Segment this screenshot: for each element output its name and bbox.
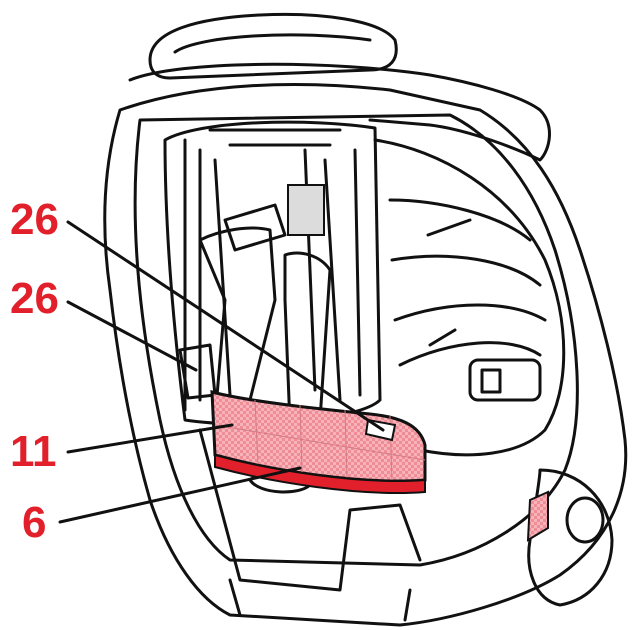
- callout-label-a: 26: [10, 195, 59, 244]
- side-cushion-line-4: [398, 341, 542, 367]
- side-cushion-line-2: [390, 254, 542, 287]
- leader-line-d: [58, 466, 302, 524]
- callout-label-b: 26: [10, 274, 59, 323]
- shoulder-strap-right: [283, 251, 332, 427]
- harness-frame-left: [183, 138, 232, 412]
- side-accent-highlight: [526, 490, 549, 542]
- side-cushion-slot-2: [426, 218, 472, 237]
- base-foot: [228, 578, 412, 622]
- seat-base-front: [198, 428, 422, 592]
- side-buckle: [468, 358, 542, 402]
- side-buckle-inner: [480, 368, 502, 394]
- leader-line-a: [66, 220, 385, 432]
- top-handle-inner: [173, 33, 372, 54]
- grey-panel: [287, 184, 325, 236]
- seat-shell-outline: [103, 83, 628, 627]
- side-release-knob: [565, 496, 605, 544]
- side-wing-outline: [373, 138, 566, 457]
- top-handle-outline: [148, 12, 398, 80]
- side-cushion-slot: [428, 328, 457, 347]
- callout-label-c: 11: [10, 427, 57, 476]
- callout-label-d: 6: [22, 498, 46, 547]
- headrest-outline: [128, 62, 551, 162]
- red-stripe-highlight: [214, 453, 426, 494]
- side-cushion-line-1: [388, 198, 532, 242]
- inner-shell-outline: [133, 113, 579, 567]
- leader-line-c: [66, 423, 234, 454]
- lap-guard-grid: [214, 399, 426, 483]
- harness-top-bar: [208, 128, 342, 147]
- side-cushion-line-3: [393, 303, 547, 322]
- leader-line-b: [66, 300, 198, 372]
- strap-clip: [223, 203, 287, 252]
